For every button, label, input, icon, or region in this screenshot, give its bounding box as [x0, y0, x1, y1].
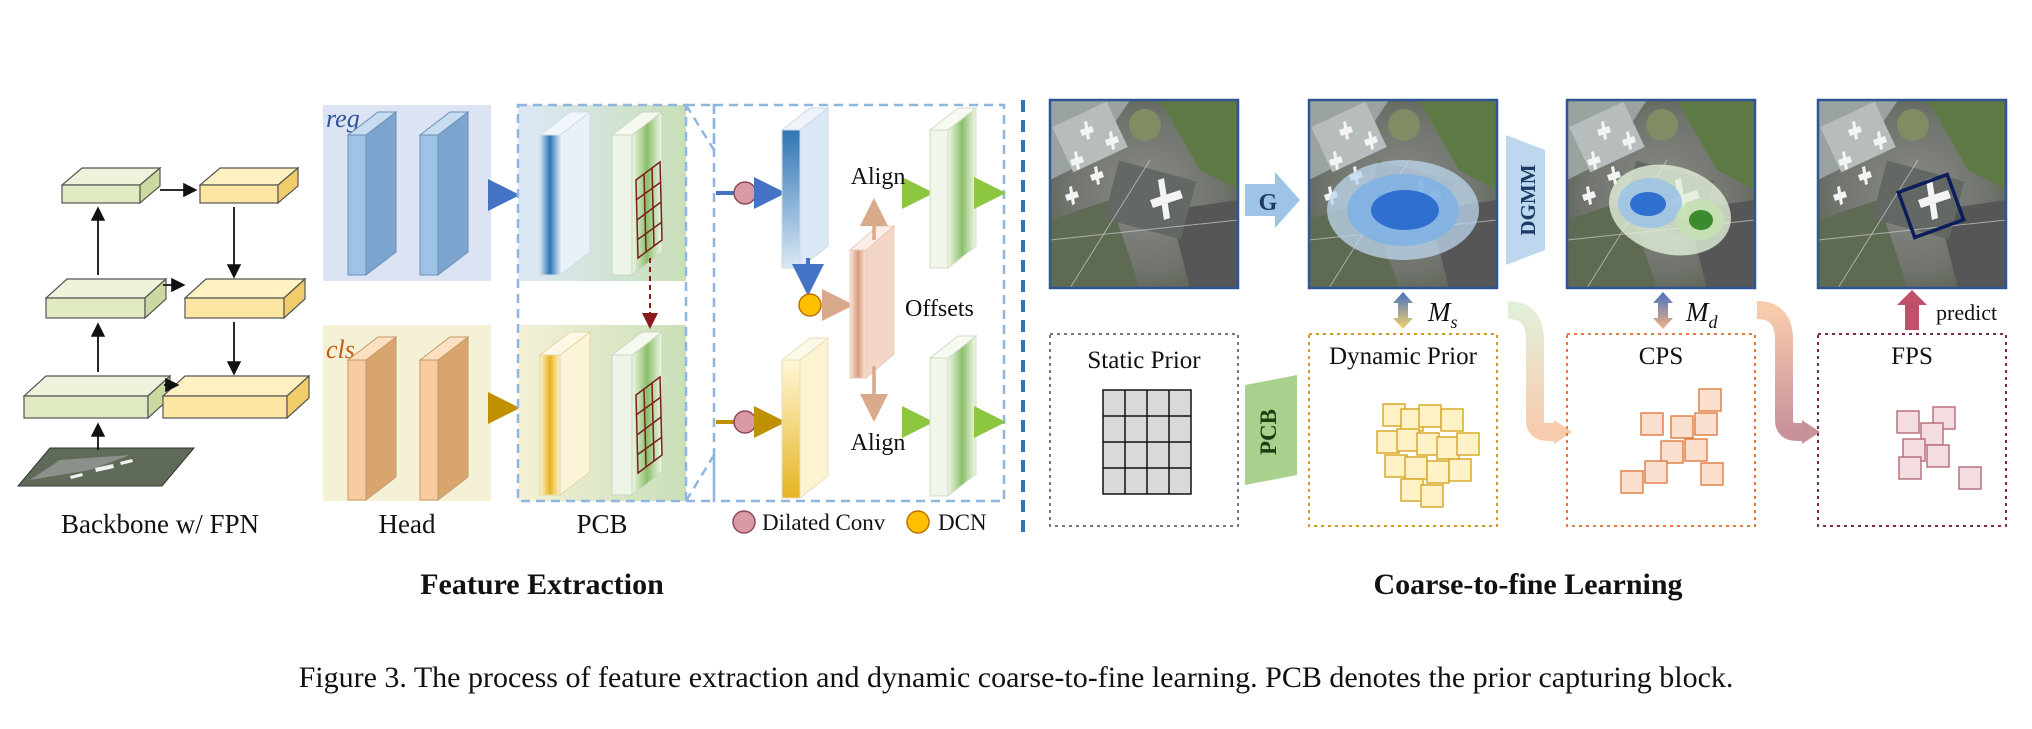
head-label: Head [379, 509, 436, 539]
legend-dilated-label: Dilated Conv [762, 510, 886, 535]
coarse-to-fine: G DGMM [1048, 98, 2008, 601]
pcb-dashed-border [516, 103, 688, 503]
aerial-image-predict [1816, 98, 2008, 290]
aerial-image-input [1048, 98, 1240, 290]
backbone-fpn: Backbone w/ FPN [16, 166, 311, 539]
dgmm-label: DGMM [1516, 164, 1540, 235]
pcb-detail: Align Offsets Align [684, 103, 1006, 503]
md-sub: d [1709, 312, 1719, 332]
dynamic-prior-boxes [1376, 403, 1480, 508]
cps-box: CPS [1566, 333, 1756, 527]
head-cls-plates [346, 335, 470, 502]
flow-arrow-cps-to-fps [1756, 301, 1820, 444]
dynamic-prior-label: Dynamic Prior [1329, 343, 1478, 370]
backbone-label: Backbone w/ FPN [61, 509, 259, 539]
flow-arrow-dynamic-to-cps [1507, 301, 1572, 444]
dcn-node [798, 293, 822, 317]
pcb-block: PCB [516, 103, 688, 539]
align-top-label: Align [851, 164, 906, 190]
backbone-level-1 [60, 166, 162, 205]
static-prior-box: Static Prior [1049, 333, 1239, 527]
pcb-trapezoid: PCB [1245, 375, 1297, 485]
g-arrow: G [1245, 172, 1300, 228]
static-prior-grid [1102, 389, 1192, 495]
dgmm-arrow: DGMM [1506, 135, 1545, 265]
offsets-label: Offsets [905, 296, 974, 322]
pcb-label: PCB [576, 509, 627, 539]
cps-label: CPS [1639, 343, 1683, 370]
dilated-conv-node-bottom [733, 410, 757, 434]
backbone-level-3 [22, 374, 172, 420]
fpn-level-1 [198, 166, 300, 205]
g-label: G [1259, 190, 1278, 216]
fps-label: FPS [1891, 343, 1933, 370]
predicted-bbox [1896, 172, 1966, 240]
reg-tag: reg [326, 104, 360, 133]
deform-grid-top [635, 160, 663, 260]
fps-box: FPS [1817, 333, 2007, 527]
input-image [16, 447, 196, 487]
legend-dilated-icon [732, 510, 756, 534]
md-arrow: Md [1653, 292, 1719, 332]
legend-dcn-icon [906, 510, 930, 534]
predict-arrow: predict [1897, 290, 1997, 330]
fpn-level-3 [161, 374, 311, 420]
cps-boxes [1620, 388, 1724, 494]
pcb-c2f-label: PCB [1256, 409, 1281, 455]
ms-base: M [1427, 297, 1452, 327]
md-label: Md [1685, 297, 1719, 332]
pcb-legend: Dilated Conv DCN [732, 510, 987, 535]
figure-caption: Figure 3. The process of feature extract… [299, 661, 1734, 694]
static-prior-label: Static Prior [1087, 347, 1201, 374]
head-reg-plates [346, 110, 470, 277]
legend-dcn-label: DCN [938, 510, 987, 535]
pcb-detail-border [712, 103, 1006, 503]
coarse-to-fine-title: Coarse-to-fine Learning [1373, 568, 1682, 601]
backbone-level-2 [44, 277, 168, 320]
feature-extraction-title: Feature Extraction [420, 568, 664, 601]
dilated-conv-node-top [733, 181, 757, 205]
deform-grid-bottom [635, 375, 663, 475]
head-block: reg cls Head [323, 104, 520, 539]
fpn-level-2 [183, 277, 307, 320]
fps-boxes [1896, 406, 1982, 490]
align-bottom-label: Align [851, 430, 906, 456]
aerial-image-cps [1565, 98, 1757, 290]
ms-sub: s [1451, 312, 1458, 332]
aerial-image-dynamic [1307, 98, 1499, 290]
ms-label: Ms [1427, 297, 1458, 332]
md-base: M [1685, 297, 1710, 327]
dynamic-prior-box: Dynamic Prior [1308, 333, 1498, 527]
predict-label: predict [1936, 300, 1997, 325]
backbone-arrows [90, 182, 242, 450]
ms-arrow: Ms [1393, 292, 1458, 332]
